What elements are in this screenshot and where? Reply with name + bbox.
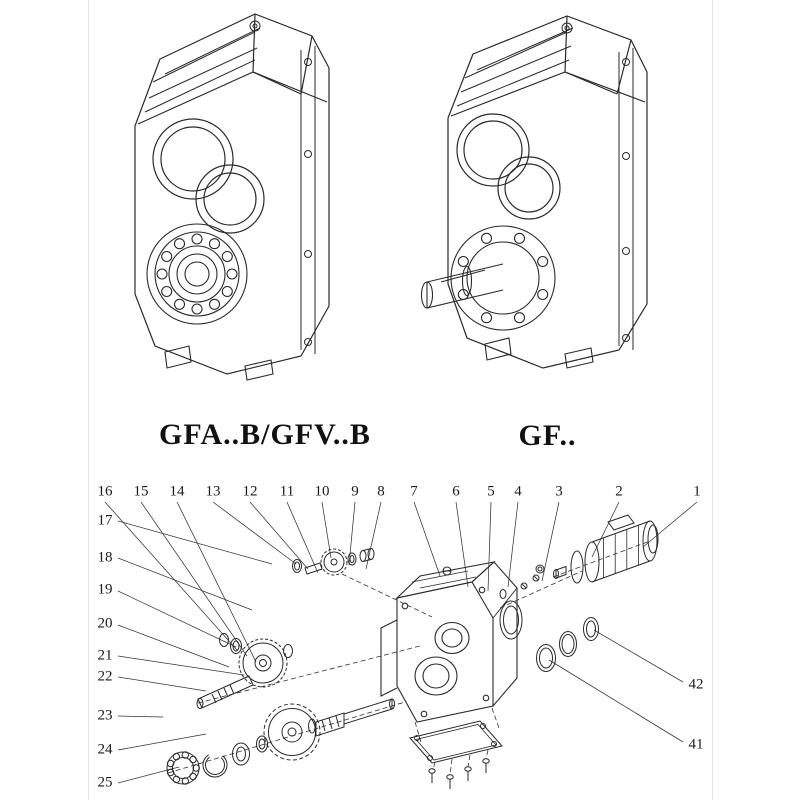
part-callout-20: 20 (97, 615, 113, 632)
part-callout-1: 1 (693, 483, 701, 500)
part-callout-4: 4 (514, 483, 522, 500)
part-callout-18: 18 (97, 549, 113, 566)
bore-openings (456, 113, 561, 220)
gasket-plate-and-bolts-drawing (409, 720, 503, 789)
input-gasket-and-screws-drawing (499, 564, 545, 640)
part-callout-2: 2 (615, 483, 623, 500)
part-callout-25: 25 (97, 774, 113, 791)
lifting-eye-hole (249, 20, 261, 32)
part-callout-8: 8 (377, 483, 385, 500)
gearbox-housing-outline (447, 15, 648, 369)
lifting-eye-hole (561, 22, 573, 34)
snap-ring-drawing (202, 752, 228, 778)
part-callout-17: 17 (97, 512, 113, 529)
seal-rings-drawing (536, 617, 599, 672)
exploded-parts-diagram (104, 501, 698, 789)
part-callout-21: 21 (97, 647, 113, 664)
part-callout-13: 13 (205, 483, 221, 500)
part-callout-16: 16 (97, 483, 113, 500)
part-callout-23: 23 (97, 707, 113, 724)
callout-leader-lines (104, 501, 698, 784)
part-callout-10: 10 (314, 483, 330, 500)
part-callout-14: 14 (169, 483, 185, 500)
motor-drawing (553, 514, 659, 584)
side-flange-band (300, 46, 316, 354)
part-callout-22: 22 (97, 668, 113, 685)
gearbox-drawing-gf (420, 15, 648, 369)
part-callout-3: 3 (555, 483, 563, 500)
part-callout-41: 41 (688, 736, 704, 753)
part-callout-24: 24 (97, 741, 113, 758)
mounting-feet (484, 337, 594, 369)
bearing-and-rings-drawing (166, 735, 268, 785)
part-callout-11: 11 (279, 483, 295, 500)
output-bearing (146, 223, 248, 325)
page-right-edge-line (712, 0, 713, 800)
gearbox-drawing-gfab (134, 13, 330, 381)
housing-drawing (380, 561, 518, 723)
assembly-axis-lines (167, 540, 651, 776)
model-label-gf: GF.. (518, 419, 577, 452)
part-callout-15: 15 (133, 483, 149, 500)
output-shaft (420, 263, 504, 309)
cooling-fins (456, 27, 574, 107)
mounting-feet (164, 345, 274, 381)
cooling-fins (144, 27, 261, 113)
part-callout-42: 42 (688, 676, 704, 693)
part-callout-19: 19 (97, 581, 113, 598)
gearbox-housing-outline (134, 13, 330, 375)
part-callout-9: 9 (351, 483, 359, 500)
part-callout-6: 6 (452, 483, 460, 500)
side-flange-band (618, 48, 634, 350)
output-flange (450, 225, 556, 331)
part-callout-12: 12 (242, 483, 258, 500)
intermediate-gear-shaft-drawing (196, 633, 293, 709)
output-gear-shaft-drawing (263, 698, 395, 761)
part-callout-5: 5 (487, 483, 495, 500)
part-callout-7: 7 (410, 483, 418, 500)
model-label-gfab: GFA..B/GFV..B (159, 418, 371, 451)
bore-openings (152, 118, 265, 234)
input-gear-stack-drawing (292, 548, 375, 576)
page-left-edge-line (88, 0, 89, 800)
